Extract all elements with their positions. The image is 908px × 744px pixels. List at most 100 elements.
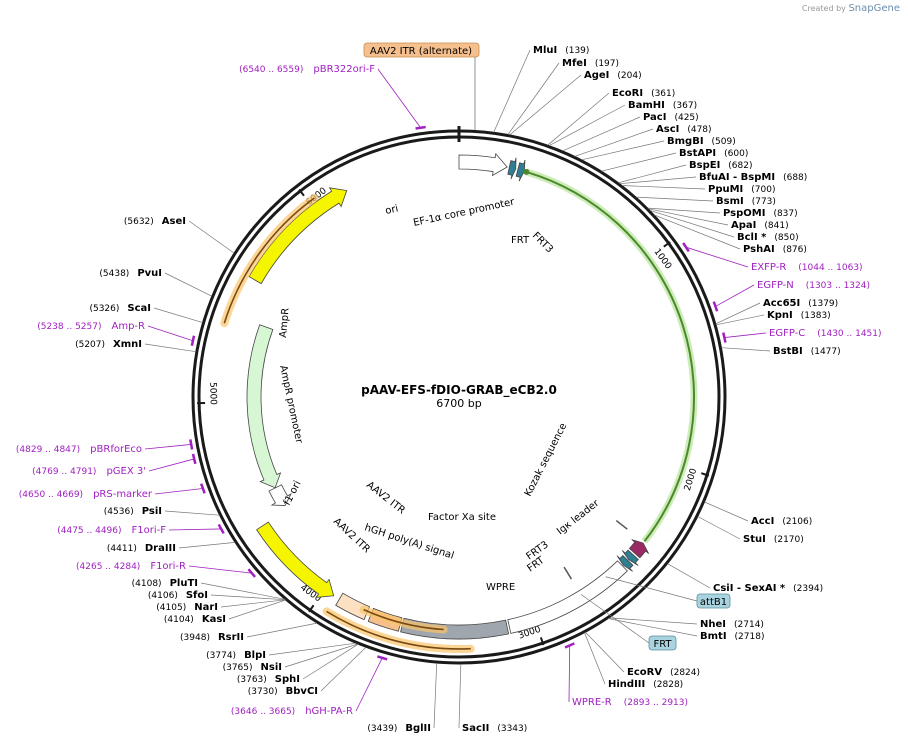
site-bamhi: BamHI xyxy=(628,100,665,111)
primer-egfp-c: EGFP-C xyxy=(769,328,805,339)
feature-label-aav2-itr: AAV2 ITR xyxy=(364,480,407,517)
site-leader-kpni xyxy=(716,314,765,326)
site-leader-bcli xyxy=(649,210,735,238)
site-position-bsmi: (773) xyxy=(752,197,776,207)
site-sacii: SacII xyxy=(462,723,489,734)
feature-label-ampr-promoter: AmpR promoter xyxy=(277,364,304,445)
site-pluti: PluTI xyxy=(170,578,198,589)
site-bmti: BmtI xyxy=(700,631,727,642)
site-position-ecori: (361) xyxy=(651,89,675,99)
primer-mark-exfp-r xyxy=(682,242,690,253)
feature-frt3 xyxy=(616,554,634,572)
site-paci: PacI xyxy=(643,112,666,123)
primer-wpre-r: WPRE-R xyxy=(572,697,612,708)
highlight-arc-core xyxy=(223,197,315,324)
site-blpi: BlpI xyxy=(244,650,266,661)
boxed-site-leader-attb1 xyxy=(605,576,698,602)
feature-ampr xyxy=(246,324,282,489)
site-position-pvui: (5438) xyxy=(99,269,129,279)
boxed-site-attb1 xyxy=(696,593,731,609)
feature-label-hgh-poly-a-signal: hGH poly(A) signal xyxy=(363,522,455,561)
site-position-nhei: (2714) xyxy=(734,620,764,630)
primer-mark-pgex-3 xyxy=(191,453,197,465)
primer-f1ori-r: F1ori-R xyxy=(150,561,186,572)
highlight-arc-core xyxy=(363,608,444,631)
primer-leader-pbrforeco xyxy=(144,444,192,450)
site-position-kpni: (1383) xyxy=(801,311,831,321)
primer-range-egfp-n: (1303 .. 1324) xyxy=(806,281,870,291)
site-position-scai: (5326) xyxy=(89,304,119,314)
site-position-bfuai-bspmi: (688) xyxy=(783,173,807,183)
feature-frt xyxy=(507,157,517,180)
primer-leader-prs-marker xyxy=(154,488,203,495)
site-leader-sphi xyxy=(302,643,359,680)
site-scai: ScaI xyxy=(127,303,151,314)
site-position-bmti: (2718) xyxy=(735,632,765,642)
feature-kozak-sequence xyxy=(615,519,628,530)
backbone xyxy=(191,126,727,665)
primer-mark-egfp-c xyxy=(722,332,727,343)
primer-mark-amp-r xyxy=(190,335,196,347)
primer-range-pbr322ori-f: (6540 .. 6559) xyxy=(239,65,303,75)
feature-ori xyxy=(248,187,348,285)
site-csii-sexai: CsiI - SexAI * xyxy=(713,583,786,594)
site-position-rsrii: (3948) xyxy=(180,633,210,643)
site-position-bcli: (850) xyxy=(774,233,798,243)
site-nari: NarI xyxy=(194,602,218,613)
feature-label-kozak-sequence: Kozak sequence xyxy=(523,421,569,498)
primer-range-f1ori-f: (4475 .. 4496) xyxy=(57,526,121,536)
site-leader-bsmi xyxy=(635,196,714,202)
site-sfoi: SfoI xyxy=(186,590,208,601)
site-leader-mlui xyxy=(493,49,531,133)
site-position-asci: (478) xyxy=(687,125,711,135)
primer-amp-r: Amp-R xyxy=(112,321,146,332)
site-position-agei: (204) xyxy=(617,71,641,81)
site-leader-blpi xyxy=(268,642,356,656)
primer-range-wpre-r: (2893 .. 2913) xyxy=(624,698,688,708)
primer-leader-hgh-pa-r xyxy=(355,657,383,712)
site-psii: PsiI xyxy=(142,506,162,517)
primer-f1ori-f: F1ori-F xyxy=(132,525,167,536)
primer-pbrforeco: pBRforEco xyxy=(90,444,142,455)
feature-ig-leader xyxy=(628,539,650,559)
feature-label-ampr: AmpR xyxy=(278,307,292,338)
site-leader-pvui xyxy=(164,272,212,297)
feature-label-ori: ori xyxy=(384,203,399,216)
site-leader-csii-sexai xyxy=(667,563,711,589)
primer-prs-marker: pRS-marker xyxy=(93,489,153,500)
primer-mark-hgh-pa-r xyxy=(377,655,388,661)
primer-mark-pbr322ori-f xyxy=(415,125,426,130)
tick-mark xyxy=(539,637,545,646)
site-draiii: DraIII xyxy=(145,543,176,554)
feature-label-frt3: FRT3 xyxy=(530,230,555,255)
site-position-sphi: (3763) xyxy=(237,675,267,685)
site-leader-bspei xyxy=(618,164,687,184)
site-asci: AscI xyxy=(656,124,679,135)
primer-mark-pbrforeco xyxy=(189,439,194,450)
site-leader-asci xyxy=(574,128,654,157)
site-leader-sacii xyxy=(458,663,462,729)
site-leader-ecorv xyxy=(585,631,625,673)
site-position-kasi: (4104) xyxy=(164,615,194,625)
site-bstbi: BstBI xyxy=(773,346,803,357)
primer-range-hgh-pa-r: (3646 .. 3665) xyxy=(231,707,295,717)
site-position-pluti: (4108) xyxy=(132,579,162,589)
site-agei: AgeI xyxy=(584,70,609,81)
primer-exfp-r: EXFP-R xyxy=(751,262,786,273)
site-leader-ecori xyxy=(547,92,610,146)
site-position-sfoi: (4106) xyxy=(148,591,178,601)
primer-leader-f1ori-r xyxy=(188,565,252,574)
primer-mark-prs-marker xyxy=(200,483,206,494)
site-position-bstapi: (600) xyxy=(724,149,748,159)
site-bglii: BglII xyxy=(405,723,431,734)
site-position-bspei: (682) xyxy=(728,161,752,171)
feature-grab-ecb2-0-orf xyxy=(526,170,695,542)
site-leader-xmni xyxy=(144,343,196,353)
site-bbvci: BbvCI xyxy=(286,686,318,697)
boxed-site-label-attb1: attB1 xyxy=(700,597,727,608)
tick-mark xyxy=(298,188,305,197)
snapgene-logo: SnapGene xyxy=(848,3,900,14)
aav2-itr-alternate-box xyxy=(363,42,480,58)
site-leader-apai xyxy=(648,208,729,226)
